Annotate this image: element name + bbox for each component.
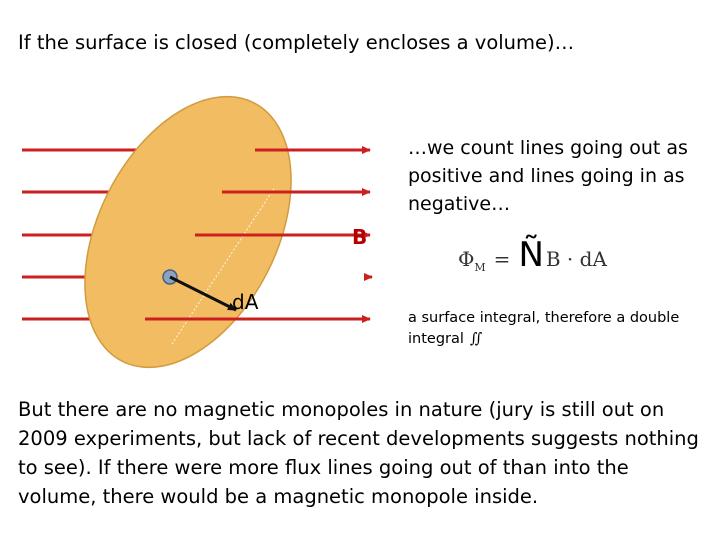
normal-vector-arrow bbox=[169, 275, 237, 312]
sign-convention-text: …we count lines going out as positive an… bbox=[408, 137, 688, 215]
closed-integral-symbol: Ñ bbox=[518, 235, 544, 275]
field-label: B bbox=[352, 225, 368, 249]
formula-equals: = bbox=[493, 247, 511, 271]
formula-integrand: B · dA bbox=[545, 247, 607, 271]
formula-lhs: ΦM bbox=[458, 247, 486, 274]
integral-note-text: a surface integral, therefore a double i… bbox=[408, 310, 680, 347]
flux-formula: ΦM = Ñ B · dA bbox=[458, 235, 607, 275]
slide-title: If the surface is closed (completely enc… bbox=[18, 31, 575, 54]
area-element-label: dA bbox=[232, 290, 259, 314]
field-lines-outgoing bbox=[145, 146, 373, 323]
double-integral-symbol: ∬ bbox=[469, 331, 483, 347]
surface-ellipse bbox=[84, 95, 292, 369]
monopole-paragraph: But there are no magnetic monopoles in n… bbox=[18, 398, 699, 508]
integral-note: a surface integral, therefore a double i… bbox=[408, 308, 708, 350]
surface-edge-line bbox=[171, 186, 276, 345]
